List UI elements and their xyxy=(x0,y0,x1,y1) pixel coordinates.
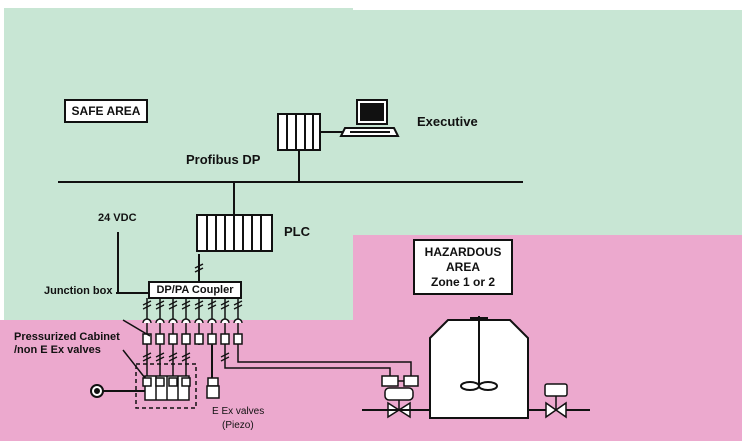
computer-icon xyxy=(339,99,400,137)
safe-area-zone xyxy=(4,8,353,320)
vdc-line xyxy=(117,232,149,294)
hazardous-line-3: Zone 1 or 2 xyxy=(430,274,495,289)
dp-pa-coupler: DP/PA Coupler xyxy=(148,281,242,299)
hazardous-line-1: HAZARDOUS xyxy=(424,244,502,259)
profibus-label: Profibus DP xyxy=(186,152,261,167)
safe-area-label: SAFE AREA xyxy=(64,99,148,123)
executive-label: Executive xyxy=(417,114,478,129)
agitator-icon xyxy=(460,316,498,391)
eex-valves-label: E Ex valves xyxy=(212,406,265,417)
cabinet-label-1: Pressurized Cabinet xyxy=(14,331,120,343)
plc-rack-icon xyxy=(196,214,273,252)
safe-area-zone-right xyxy=(353,10,742,235)
cabinet-label-2: /non E Ex valves xyxy=(14,344,101,356)
rack-module-icon xyxy=(277,113,321,151)
hazardous-area-label: HAZARDOUS AREA Zone 1 or 2 xyxy=(413,239,513,295)
hazardous-line-2: AREA xyxy=(445,259,480,274)
plc-label: PLC xyxy=(284,224,310,239)
vdc-label: 24 VDC xyxy=(98,212,137,224)
eex-valve-box xyxy=(206,377,220,399)
pressurized-cabinet xyxy=(135,363,197,409)
pressure-sensor-icon xyxy=(90,384,104,398)
piezo-label: (Piezo) xyxy=(222,420,254,431)
junction-box-label: Junction box xyxy=(44,285,113,297)
outlet-valve-icon xyxy=(544,383,568,419)
